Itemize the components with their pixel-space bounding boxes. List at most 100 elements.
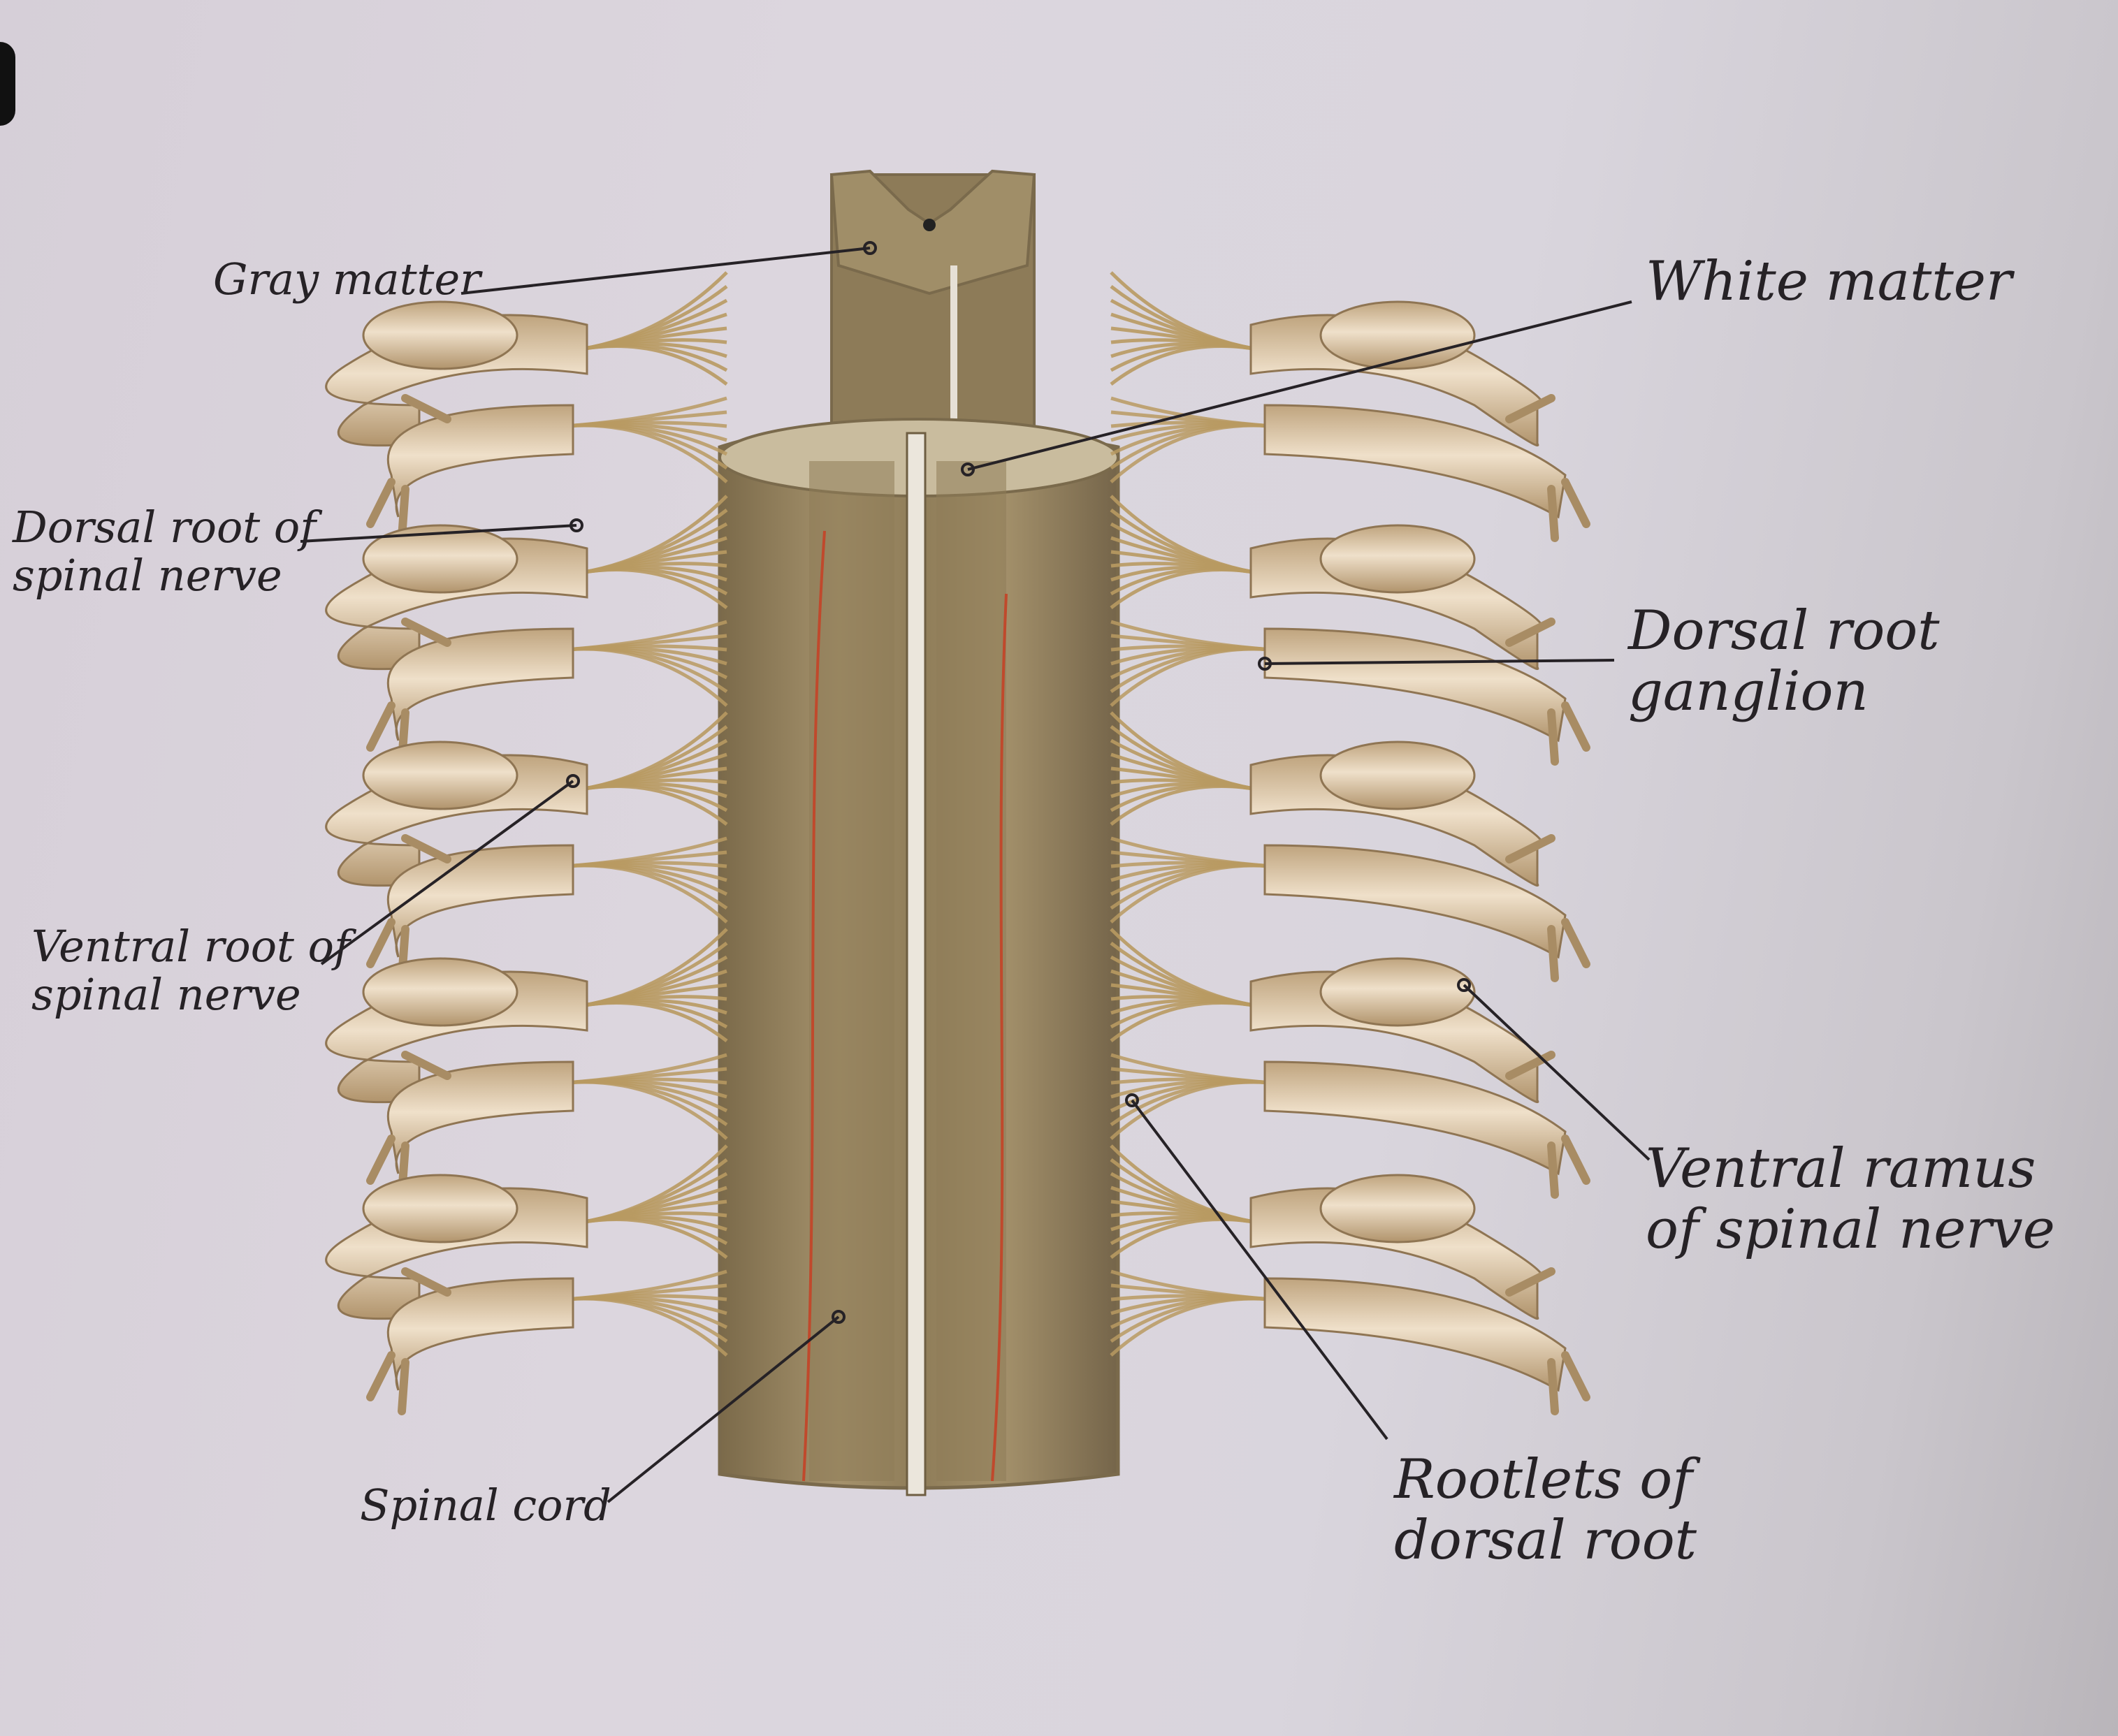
- dorsal-root-ganglion: [1319, 1174, 1476, 1243]
- leader-white-matter: [961, 300, 1632, 476]
- nerve-branch-ends: [1505, 394, 1590, 542]
- dorsal-root-ganglion: [1319, 741, 1476, 810]
- label-white-matter: White matter: [1646, 250, 2012, 313]
- ventral-root: [386, 1060, 574, 1174]
- dorsal-root-ganglion: [362, 957, 518, 1027]
- leader-rootlets-of-dorsal-root: [1125, 1093, 1388, 1440]
- left-spinal-nerve: [325, 495, 728, 766]
- leader-dot: [1258, 657, 1272, 671]
- ventral-root: [386, 844, 574, 958]
- rootlet: [579, 1001, 728, 1042]
- rootlet: [565, 1080, 728, 1140]
- left-cord-column: [809, 461, 894, 1481]
- leader-dot: [863, 241, 877, 255]
- rootlet: [1110, 647, 1272, 707]
- rootlet: [565, 423, 728, 483]
- rootlet: [1110, 1001, 1259, 1042]
- rootlet: [1110, 1218, 1259, 1259]
- rootlet: [1110, 1296, 1272, 1329]
- blood-vessel: [991, 593, 1008, 1482]
- label-dorsal-root-ganglion: Dorsal root ganglion: [1628, 599, 1940, 724]
- nerve-branch-ends: [1505, 618, 1590, 766]
- leader-lines: [300, 241, 1651, 1503]
- leader-line: [320, 780, 574, 965]
- leader-dorsal-root-ganglion: [1258, 657, 1615, 671]
- left-spinal-nerve: [325, 1144, 728, 1415]
- leader-line: [1264, 659, 1615, 665]
- leader-line: [607, 1315, 840, 1503]
- ventral-root: [1263, 404, 1567, 519]
- rootlet: [1110, 1297, 1272, 1357]
- leader-dot: [832, 1310, 846, 1324]
- dorsal-root-ganglion: [362, 524, 518, 594]
- rootlet: [565, 1079, 728, 1113]
- spinal-cord-body: [718, 169, 1120, 1496]
- rootlet: [565, 647, 728, 707]
- nerve-branch-ends: [1505, 1267, 1590, 1415]
- leader-gray-matter: [460, 241, 877, 295]
- dorsal-root-ganglion: [362, 741, 518, 810]
- leader-ventral-root-of-spinal-nerve: [320, 774, 580, 965]
- dorsal-root-ganglion: [1319, 524, 1476, 594]
- central-canal: [923, 219, 936, 231]
- anterior-median-fissure: [906, 432, 927, 1496]
- leader-dot: [961, 462, 975, 476]
- leader-spinal-cord: [607, 1310, 846, 1503]
- ventral-root: [1263, 844, 1567, 959]
- rootlet: [579, 785, 728, 826]
- left-spinal-nerve: [325, 928, 728, 1199]
- leader-dot: [1125, 1093, 1139, 1107]
- ventral-root: [386, 404, 574, 518]
- rootlet: [565, 646, 728, 680]
- dorsal-root-ganglion: [362, 300, 518, 370]
- right-spinal-nerve: [1110, 1144, 1590, 1415]
- rootlet: [1110, 1080, 1272, 1140]
- label-ventral-ramus-of-spinal-nerve: Ventral ramus of spinal nerve: [1646, 1137, 2055, 1262]
- nerve-branch-ends: [1505, 1051, 1590, 1199]
- leader-line: [967, 300, 1632, 471]
- leader-ventral-ramus: [1457, 978, 1651, 1161]
- rootlet: [565, 1296, 728, 1329]
- rootlet: [565, 1297, 728, 1357]
- label-dorsal-root-of-spinal-nerve: Dorsal root of spinal nerve: [13, 502, 317, 601]
- leader-dot: [1457, 978, 1471, 992]
- leader-dot: [570, 518, 583, 532]
- right-spinal-nerve: [1110, 711, 1590, 982]
- rootlet: [579, 568, 728, 609]
- rootlet: [565, 863, 728, 924]
- dorsal-root-ganglion: [1319, 957, 1476, 1027]
- ventral-root: [1263, 627, 1567, 743]
- nerve-branch-ends: [366, 1267, 451, 1415]
- right-spinal-nerve: [1110, 271, 1590, 542]
- rootlet: [565, 423, 728, 456]
- ventral-root: [1263, 1277, 1567, 1392]
- right-spinal-nerve: [1110, 928, 1590, 1199]
- rootlet: [1110, 646, 1272, 680]
- label-spinal-cord: Spinal cord: [360, 1480, 611, 1531]
- gray-matter-cross-section: [829, 169, 1036, 296]
- leader-line: [300, 524, 577, 543]
- rootlet: [579, 344, 728, 386]
- page-corner-mark: [0, 42, 15, 126]
- rootlet: [579, 1218, 728, 1259]
- ventral-root: [386, 1277, 574, 1391]
- rootlet: [1110, 863, 1272, 924]
- nerve-branch-ends: [1505, 834, 1590, 982]
- upper-median-fissure: [950, 265, 957, 461]
- spinal-nerves: [325, 271, 1590, 1415]
- label-gray-matter: Gray matter: [213, 254, 481, 305]
- right-cord-column: [936, 461, 1006, 1481]
- dorsal-root-ganglion: [362, 1174, 518, 1243]
- leader-dot: [566, 774, 580, 788]
- leader-line: [1131, 1099, 1388, 1440]
- ventral-root: [386, 627, 574, 741]
- rootlet: [1110, 423, 1272, 483]
- leader-line: [1463, 984, 1651, 1161]
- leader-line: [460, 247, 871, 295]
- label-rootlets-of-dorsal-root: Rootlets of dorsal root: [1394, 1448, 1697, 1573]
- rootlet: [1110, 568, 1259, 609]
- left-spinal-nerve: [325, 711, 728, 982]
- blood-vessel: [802, 530, 826, 1482]
- leader-dorsal-root-of-spinal-nerve: [300, 518, 583, 543]
